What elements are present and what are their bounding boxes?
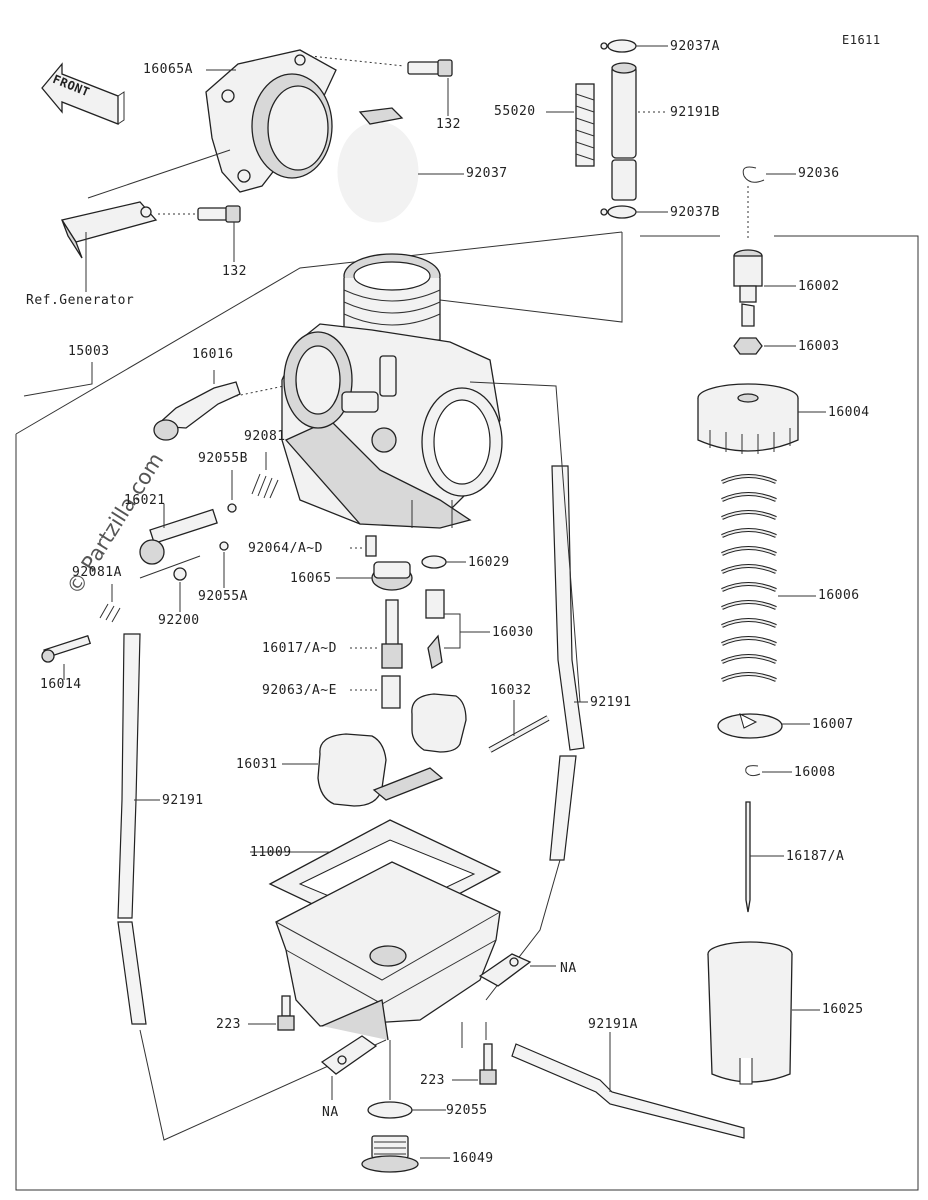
- label-16007: 16007: [812, 717, 854, 732]
- label-92055B: 92055B: [198, 451, 248, 466]
- label-16004: 16004: [828, 405, 870, 420]
- spring-16006: [721, 474, 777, 682]
- drain-hose-92191A: [511, 1043, 745, 1139]
- screw-16014: [41, 634, 92, 663]
- front-arrow-icon: [41, 62, 125, 125]
- frame-left: [15, 434, 140, 1191]
- float-16031: [317, 693, 467, 807]
- label-16008: 16008: [794, 765, 836, 780]
- label-92063: 92063/A~E: [262, 683, 337, 698]
- label-92055: 92055: [446, 1103, 488, 1118]
- label-92055A: 92055A: [198, 589, 248, 604]
- bracket-na-right: [478, 953, 532, 987]
- slide-cap-bottom: [600, 205, 637, 219]
- label-16032: 16032: [490, 683, 532, 698]
- label-16021: 16021: [124, 493, 166, 508]
- nut-16003: [733, 337, 763, 355]
- label-92036: 92036: [798, 166, 840, 181]
- carburetor-body: [281, 253, 503, 529]
- intake-flange: [205, 49, 337, 193]
- label-55020: 55020: [494, 104, 536, 119]
- hose-left-92191: [117, 633, 147, 1025]
- label-16003: 16003: [798, 339, 840, 354]
- label-16065A: 16065A: [143, 62, 193, 77]
- label-na-left: NA: [322, 1105, 339, 1120]
- label-16014: 16014: [40, 677, 82, 692]
- label-223-right: 223: [420, 1073, 445, 1088]
- label-16016: 16016: [192, 347, 234, 362]
- label-132-lower: 132: [222, 264, 247, 279]
- label-92191B: 92191B: [670, 105, 720, 120]
- screw-223-right: [479, 1043, 497, 1085]
- hose-92191B: [611, 62, 637, 201]
- float-bowl: [275, 861, 501, 1041]
- label-16029: 16029: [468, 555, 510, 570]
- label-92200: 92200: [158, 613, 200, 628]
- label-ref-generator: Ref.Generator: [26, 293, 135, 308]
- jet-92064: [365, 535, 377, 557]
- label-16049: 16049: [452, 1151, 494, 1166]
- generator-strap: [60, 201, 158, 259]
- screw-223-left: [277, 995, 295, 1031]
- idle-screw-16016: [153, 381, 241, 441]
- bolt-lower: [197, 205, 241, 223]
- clamp-band: [334, 107, 422, 226]
- label-92064: 92064/A~D: [248, 541, 323, 556]
- label-15003: 15003: [68, 344, 110, 359]
- label-16025: 16025: [822, 1002, 864, 1017]
- frame-right: [140, 235, 919, 1191]
- top-cap-16004: [697, 383, 799, 454]
- label-16030: 16030: [492, 625, 534, 640]
- throttle-valve-16025: [707, 941, 793, 1085]
- retainer-16007: [717, 713, 783, 739]
- label-92081A: 92081A: [72, 565, 122, 580]
- label-92191-left: 92191: [162, 793, 204, 808]
- label-16187: 16187/A: [786, 849, 845, 864]
- washer-16029: [421, 555, 447, 569]
- label-132-upper: 132: [436, 117, 461, 132]
- spring-92081: [251, 473, 279, 499]
- cap-adjuster-16002: [733, 249, 763, 327]
- frame-top: [15, 231, 623, 435]
- bolt-upper: [407, 59, 453, 77]
- main-jet-92063: [381, 675, 401, 709]
- label-11009: 11009: [250, 845, 292, 860]
- label-16006: 16006: [818, 588, 860, 603]
- label-16017: 16017/A~D: [262, 641, 337, 656]
- float-valve-16030: [425, 589, 445, 670]
- hose-right-92191: [549, 465, 585, 861]
- label-92191-right: 92191: [590, 695, 632, 710]
- label-223-left: 223: [216, 1017, 241, 1032]
- label-92191A: 92191A: [588, 1017, 638, 1032]
- label-16065: 16065: [290, 571, 332, 586]
- clip-92036: [742, 166, 765, 183]
- label-92081: 92081: [244, 429, 286, 444]
- label-16002: 16002: [798, 279, 840, 294]
- label-92037B: 92037B: [670, 205, 720, 220]
- label-92037A: 92037A: [670, 39, 720, 54]
- jet-needle-16187: [745, 801, 751, 913]
- clip-16008: [745, 765, 761, 777]
- drain-plug-16049: [361, 1135, 419, 1173]
- label-16031: 16031: [236, 757, 278, 772]
- figure-code: E1611: [842, 33, 881, 47]
- bracket-na-left: [320, 1035, 378, 1075]
- needle-jet-holder-16065: [371, 561, 413, 591]
- pilot-jet-16017: [381, 599, 403, 669]
- slide-spring-55020: [575, 83, 595, 167]
- slide-cap-top: [600, 39, 637, 53]
- label-na-right: NA: [560, 961, 577, 976]
- label-92037: 92037: [466, 166, 508, 181]
- o-ring-92055: [367, 1101, 413, 1119]
- spring-92081A: [99, 603, 121, 623]
- screw-16021: [139, 508, 218, 565]
